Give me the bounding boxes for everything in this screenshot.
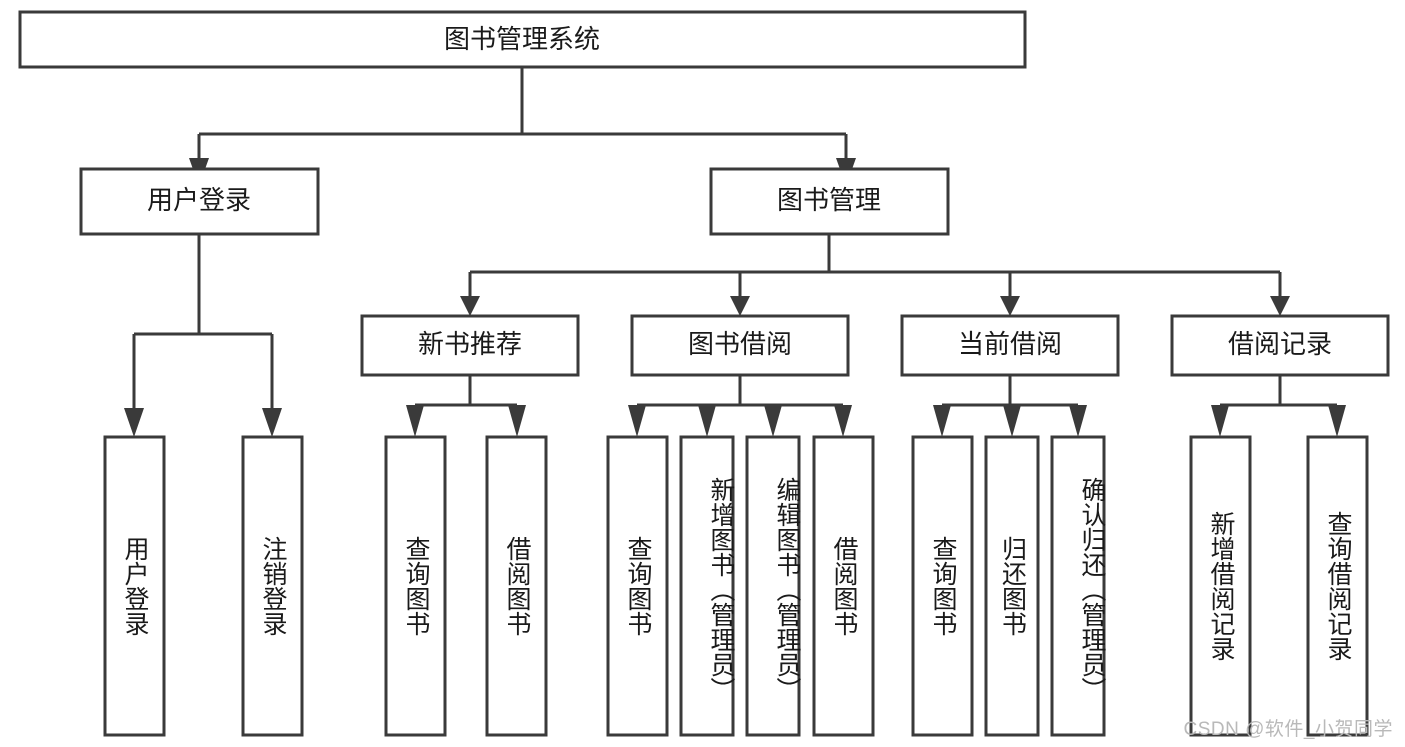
leaf-box-edit-book-admin[interactable] [745,435,801,737]
arrow-icon [406,405,424,437]
leaf-box-borrow-books-recommend[interactable] [485,435,548,737]
connectors-layer [132,67,1339,416]
node-book-borrow-label: 图书借阅 [688,329,792,359]
leaf-box-query-borrow-record[interactable] [1306,435,1369,737]
leaf-label-query-books-current: 查询图书 [929,536,957,636]
node-new-book-recommend-box [360,314,580,377]
leaf-box-confirm-return-admin[interactable] [1050,435,1106,737]
arrow-icon [730,296,750,316]
node-book-management-label: 图书管理 [777,185,881,215]
leaf-label-add-book-admin: 新增图书（管理员） [707,476,735,702]
node-new-book-recommend[interactable]: 新书推荐 [360,314,580,377]
arrow-icon [262,408,282,437]
node-current-borrow[interactable]: 当前借阅 [900,314,1120,377]
edge-root-bus [197,67,848,158]
node-user-login[interactable]: 用户登录 [79,167,320,236]
leaf-label-query-borrow-record: 查询借阅记录 [1324,511,1352,661]
edge-record-bus [1218,375,1339,416]
node-root[interactable]: 图书管理系统 [18,10,1027,69]
node-borrow-record-label: 借阅记录 [1228,329,1332,359]
arrow-icon [124,408,144,437]
node-borrow-record[interactable]: 借阅记录 [1170,314,1390,377]
leaf-label-borrow-books-recommend: 借阅图书 [503,536,531,636]
leaf-label-logout: 注销登录 [259,536,287,636]
arrow-icon [1069,405,1087,437]
leaf-label-query-books-borrow: 查询图书 [624,536,652,636]
leaf-label-borrow-book: 借阅图书 [830,536,858,636]
arrow-icon [933,405,951,437]
node-borrow-record-box [1170,314,1390,377]
leaf-box-logout[interactable] [241,435,304,737]
arrow-icon [1000,296,1020,316]
node-root-label: 图书管理系统 [444,24,600,54]
leaf-box-add-borrow-record[interactable] [1189,435,1252,737]
arrow-icon [1328,405,1346,437]
arrow-icon [1003,405,1021,437]
node-user-login-label: 用户登录 [147,185,251,215]
node-root-box [18,10,1027,69]
node-book-borrow[interactable]: 图书借阅 [630,314,850,377]
arrow-icon [508,405,526,437]
arrow-icon [628,405,646,437]
node-new-book-recommend-label: 新书推荐 [418,329,522,359]
node-current-borrow-label: 当前借阅 [958,329,1062,359]
node-book-borrow-box [630,314,850,377]
node-book-management-box [709,167,950,236]
leaf-label-edit-book-admin: 编辑图书（管理员） [773,476,801,702]
leaf-label-user-login: 用户登录 [121,536,149,636]
leaf-label-query-books-recommend: 查询图书 [402,536,430,636]
leaf-box-query-books-borrow[interactable] [606,435,669,737]
arrow-icon [698,405,716,437]
arrow-icon [834,405,852,437]
leaf-box-query-books-current[interactable] [911,435,974,737]
arrow-icon [460,296,480,316]
leaf-box-user-login[interactable] [103,435,166,737]
edge-books-bus [468,234,1282,296]
arrow-icon [1270,296,1290,316]
leaf-label-return-book: 归还图书 [998,536,1027,636]
leaf-box-return-book[interactable] [984,435,1040,737]
arrow-icon [764,405,782,437]
node-user-login-box [79,167,320,236]
edge-newbook-bus [413,375,519,416]
leaf-box-query-books-recommend[interactable] [384,435,447,737]
leaf-box-borrow-book[interactable] [812,435,875,737]
leaf-box-add-book-admin[interactable] [679,435,735,737]
arrow-icon [1211,405,1229,437]
leaf-label-add-borrow-record: 新增借阅记录 [1207,511,1235,661]
node-current-borrow-box [900,314,1120,377]
edge-borrow-bus [635,375,845,416]
leaf-label-confirm-return-admin: 确认归还（管理员） [1078,476,1106,702]
edge-login-bus [132,234,274,416]
node-book-management[interactable]: 图书管理 [709,167,950,236]
leaf-boxes-layer [103,435,1369,737]
